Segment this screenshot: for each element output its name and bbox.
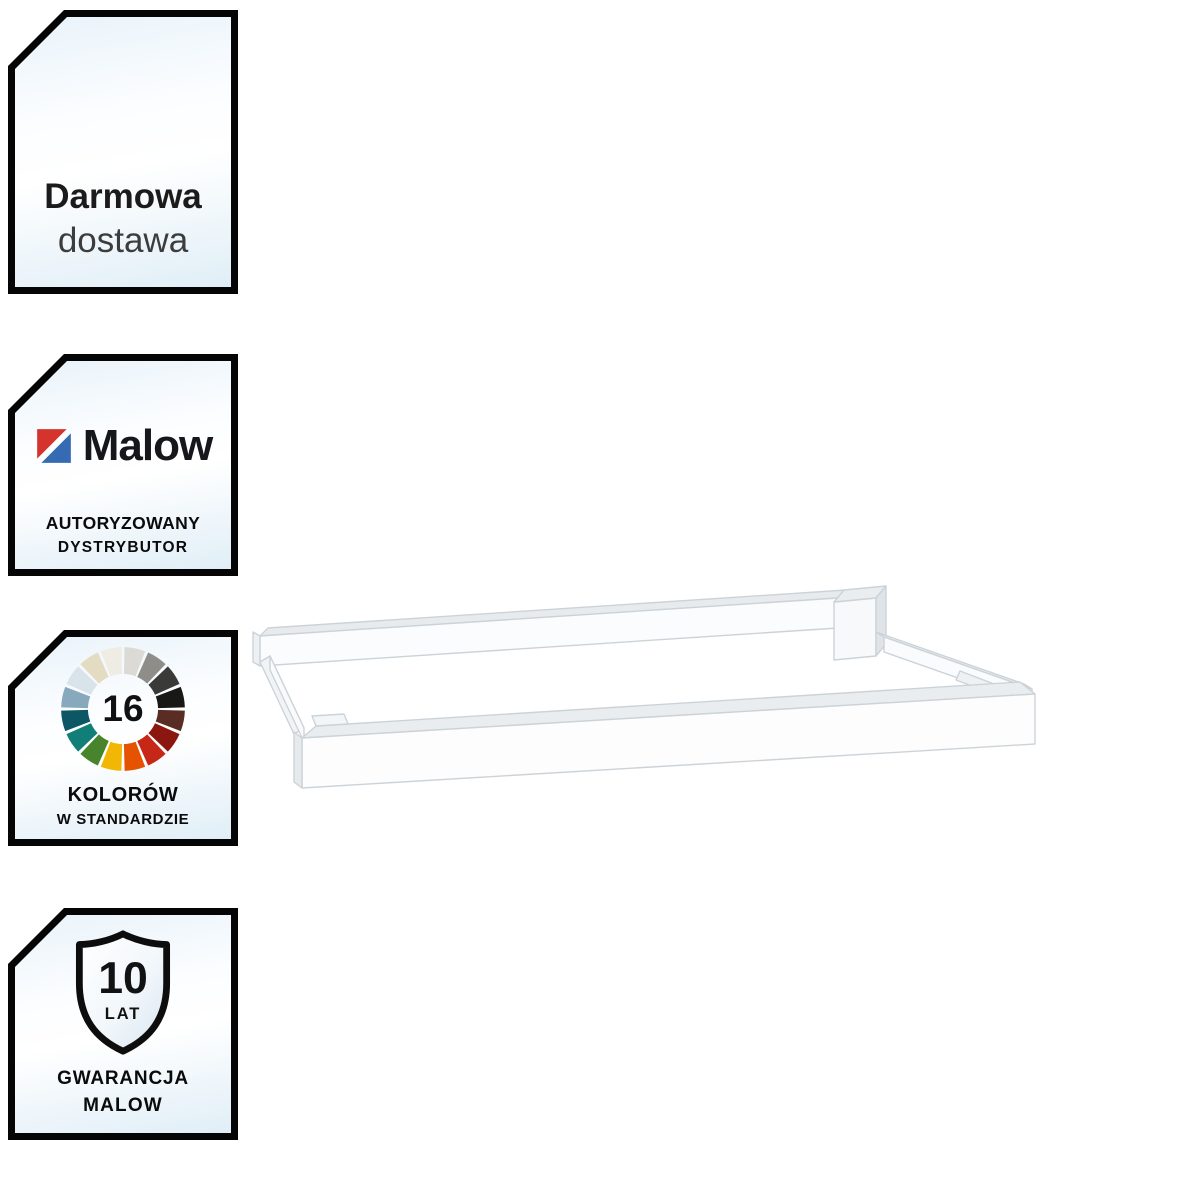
colors-line1: KOLORÓW — [67, 784, 179, 806]
warranty-line2: MALOW — [83, 1095, 163, 1116]
free-delivery-line2: dostawa — [57, 221, 189, 260]
distributor-label: AUTORYZOWANY DYSTRYBUTOR — [46, 513, 201, 557]
badge-background — [15, 17, 231, 287]
warranty-shield-icon: 10 LAT — [75, 930, 171, 1055]
brand-logo-row: Malow — [34, 421, 213, 471]
badge-warranty: 10 LAT GWARANCJA MALOW — [8, 908, 238, 1140]
badge-authorized-distributor: Malow AUTORYZOWANY DYSTRYBUTOR — [8, 354, 238, 576]
color-count: 16 — [102, 688, 144, 729]
free-delivery-line1: Darmowa — [44, 177, 202, 216]
back-rail-front — [259, 597, 839, 667]
badge-background — [15, 637, 231, 839]
distributor-line1: AUTORYZOWANY — [45, 513, 201, 533]
warranty-unit: LAT — [105, 1005, 142, 1023]
color-wheel: 16 — [57, 643, 189, 775]
badge-color-options: 16 KOLORÓW W STANDARDZIE — [8, 630, 238, 846]
corner-post-front — [833, 597, 877, 661]
back-rail-endcap — [252, 631, 261, 667]
colors-line2: W STANDARDZIE — [56, 811, 190, 828]
color-wheel-icon — [61, 647, 185, 771]
badge-background — [15, 361, 231, 569]
warranty-line1: GWARANCJA — [57, 1068, 189, 1089]
warranty-years: 10 — [98, 954, 148, 1003]
malow-logo-icon — [36, 429, 71, 463]
left-rail-inner — [269, 655, 305, 743]
front-rail-clip — [311, 713, 349, 727]
badge-free-delivery: Darmowa dostawa — [8, 10, 238, 294]
product-image — [252, 585, 1036, 789]
distributor-line2: DYSTRYBUTOR — [57, 539, 189, 556]
brand-name: Malow — [82, 421, 213, 470]
front-rail-endcap — [293, 731, 303, 789]
